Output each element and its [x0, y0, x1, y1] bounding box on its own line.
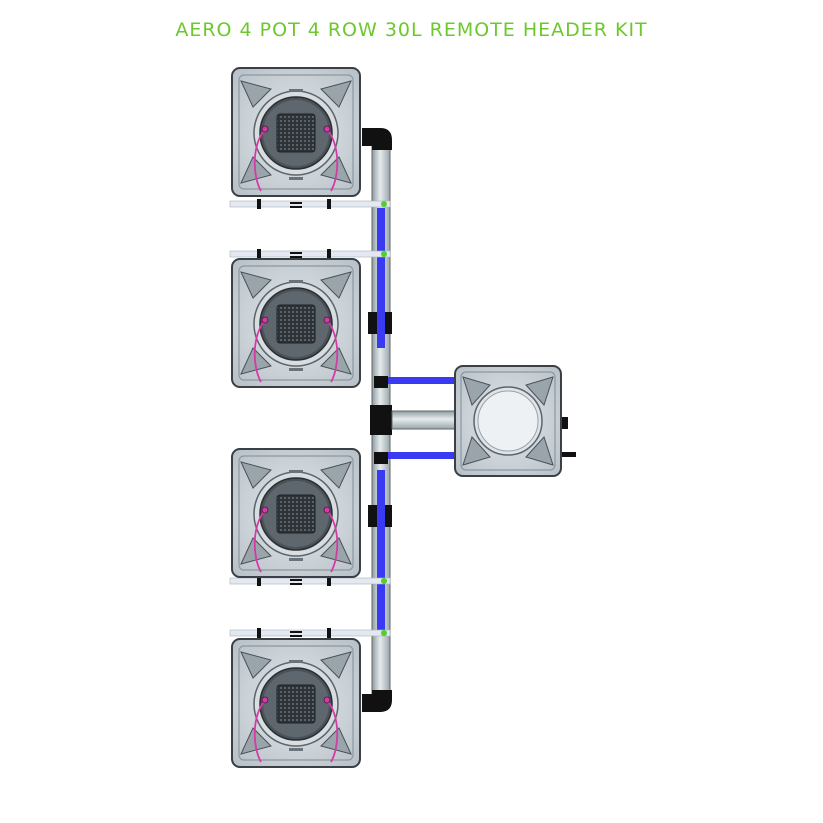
blue-hose [377, 208, 456, 630]
page-title: AERO 4 POT 4 ROW 30L REMOTE HEADER KIT [175, 19, 648, 41]
drip-manifolds [229, 199, 391, 638]
pot-4 [231, 638, 361, 768]
reservoir-plug [562, 417, 568, 429]
reservoir-cable [562, 452, 576, 457]
pot-2 [231, 258, 361, 388]
reservoir [454, 365, 562, 477]
header-pipe [362, 128, 392, 712]
pot-1 [231, 67, 361, 197]
feed-pipe [391, 410, 459, 430]
pot-3 [231, 448, 361, 578]
